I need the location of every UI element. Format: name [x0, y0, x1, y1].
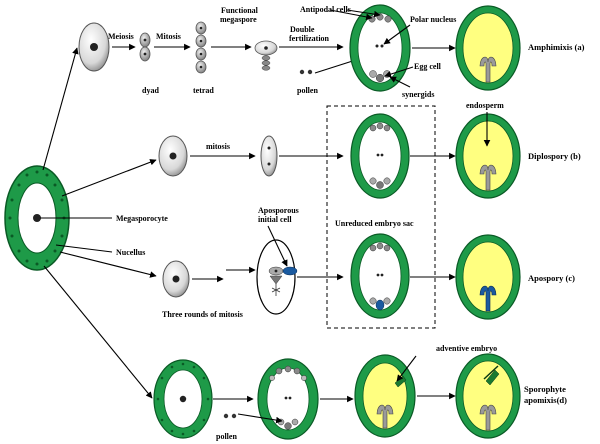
functional-megaspore	[254, 40, 278, 71]
polar-nucleus-label: Polar nucleus	[410, 15, 456, 24]
row-label-amphimixis: Amphimixis (a)	[528, 42, 585, 52]
embryo-sac-apospory	[350, 233, 410, 319]
adventive-embryo-label: adventive embryo	[436, 344, 497, 353]
nucellus-label: Nucellus	[116, 248, 145, 257]
meiosis-label: Meiosis	[108, 32, 134, 41]
egg-cell-label: Egg cell	[414, 62, 442, 71]
row-diplospory: mitosis endosperm Diplospory (b)	[158, 101, 581, 199]
ovule-sporophyte-2	[257, 358, 319, 440]
branch-arrows	[40, 47, 157, 399]
functional-megaspore-label-2: megaspore	[220, 15, 257, 24]
ovule-sporophyte-1	[153, 359, 213, 439]
unreduced-embryo-sac-box	[326, 105, 436, 329]
synergids-label: synergids	[402, 90, 434, 99]
seed-amphimixis	[455, 5, 521, 91]
row-amphimixis: Meiosis Mitosis dyad tetrad Functional m…	[78, 4, 585, 99]
tetrad-label: tetrad	[193, 86, 214, 95]
embryo-sac-diplospory	[350, 113, 410, 199]
double-fertilization-label-2: fertilization	[289, 34, 330, 43]
row-label-sporophyte-1: Sporophyte	[524, 384, 566, 394]
functional-megaspore-label-1: Functional	[221, 6, 259, 15]
pollen-label-bottom: pollen	[216, 432, 237, 441]
aposporous-initial-cell-label-2: initial cell	[258, 215, 292, 224]
endosperm-label: endosperm	[466, 101, 504, 110]
megasporocyte-label: Megasporocyte	[116, 214, 168, 223]
seed-apospory	[455, 234, 521, 320]
pollen-label-top: pollen	[297, 86, 318, 95]
mitosis-label-diplo: mitosis	[206, 142, 230, 151]
row-apospory: Three rounds of mitosis Aposporous initi…	[162, 206, 575, 320]
row-label-apospory: Apospory (c)	[528, 273, 575, 283]
mitosis-label-top: Mitosis	[156, 32, 181, 41]
row-sporophyte: pollen adventive embryo	[153, 344, 567, 441]
row-label-diplospory: Diplospory (b)	[528, 151, 581, 161]
antipodal-cells-label: Antipodal cells	[300, 5, 351, 14]
row-label-sporophyte-2: apomixis(d)	[524, 395, 567, 405]
three-rounds-of-mitosis-label: Three rounds of mitosis	[162, 310, 243, 319]
aposporous-ovule	[256, 239, 298, 315]
unreduced-embryo-sac-label: Unreduced embryo sac	[335, 219, 414, 228]
seed-sporophyte	[455, 353, 521, 439]
aposporous-initial-cell-label-1: Aposporous	[258, 206, 299, 215]
double-fertilization-label-1: Double	[290, 25, 315, 34]
dyad-label: dyad	[142, 86, 159, 95]
seed-diplospory	[455, 113, 521, 199]
ovule-sporophyte-3	[354, 354, 416, 438]
tetrad	[195, 21, 207, 74]
embryo-sac-amphimixis	[349, 4, 411, 92]
dyad	[139, 32, 151, 62]
